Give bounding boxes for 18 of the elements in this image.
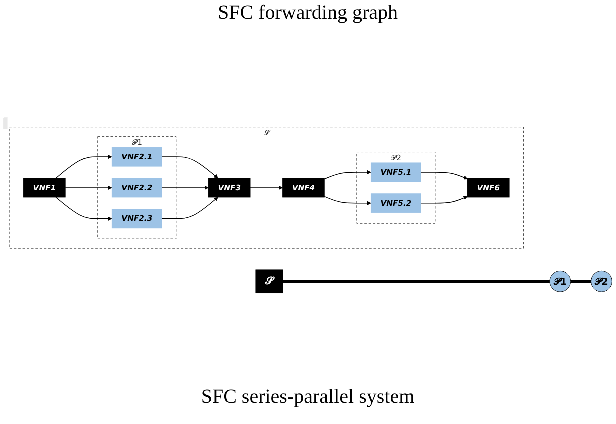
arrow bbox=[162, 186, 209, 190]
arrow bbox=[324, 196, 372, 206]
arrow bbox=[250, 186, 284, 190]
arrow bbox=[56, 198, 112, 222]
arrow bbox=[162, 198, 218, 220]
diagram-title: SFC forwarding graph bbox=[217, 1, 399, 26]
connector bbox=[570, 280, 592, 284]
arrow bbox=[420, 172, 468, 180]
arrow bbox=[162, 157, 218, 180]
section-heading: SFC series-parallel system bbox=[200, 386, 416, 409]
node-box: 𝓢 bbox=[256, 270, 284, 294]
node-circle: 𝓟2 bbox=[591, 271, 612, 293]
node-circle: 𝓟1 bbox=[550, 271, 572, 293]
arrow bbox=[65, 186, 112, 190]
connector bbox=[283, 280, 550, 284]
arrow bbox=[324, 170, 372, 180]
arrow bbox=[420, 196, 468, 204]
arrow bbox=[56, 155, 112, 180]
